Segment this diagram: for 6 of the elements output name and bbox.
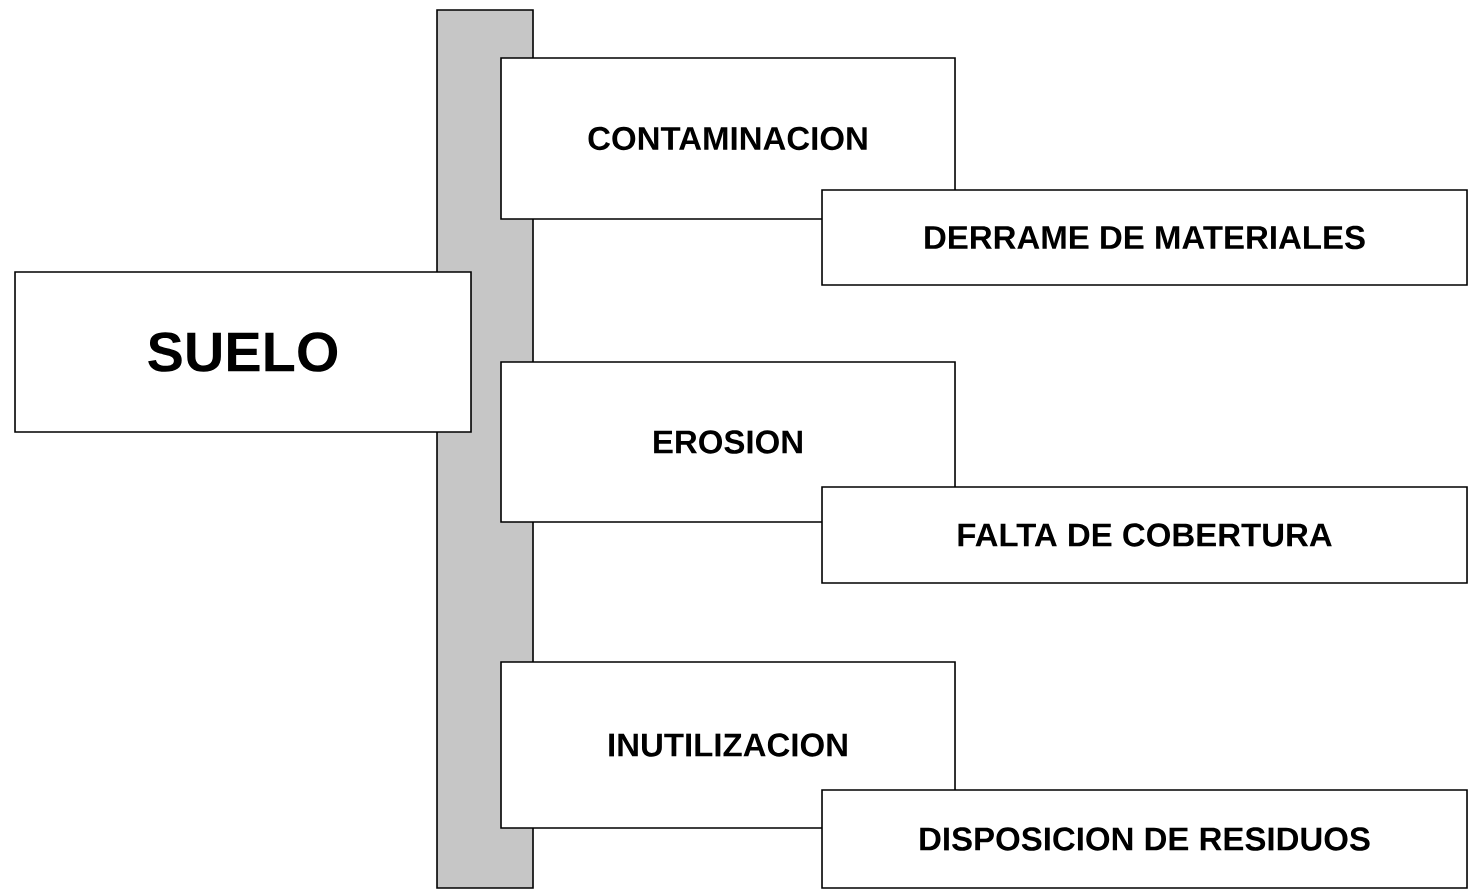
text-box: FALTA DE COBERTURA [821,486,1468,584]
text-box: DERRAME DE MATERIALES [821,189,1468,286]
text-box: SUELO [14,271,472,433]
text-box: EROSION [500,361,956,523]
text-box: DISPOSICION DE RESIDUOS [821,789,1468,889]
text-box: CONTAMINACION [500,57,956,220]
